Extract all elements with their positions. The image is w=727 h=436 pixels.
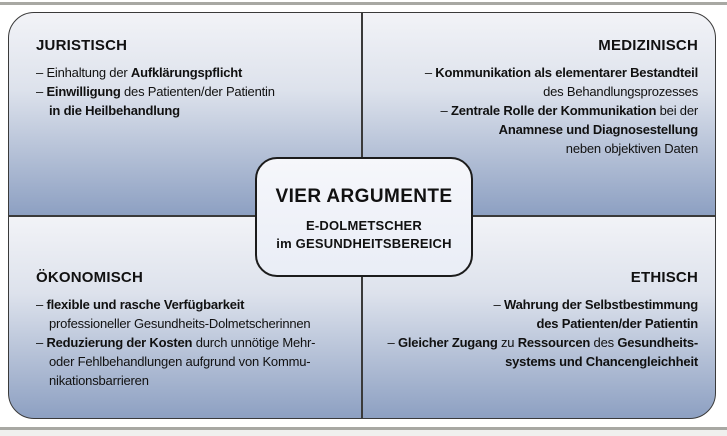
dash-bullet: –: [36, 65, 47, 80]
item-line: – flexible und rasche Verfügbarkeit: [36, 296, 245, 312]
top-rule: [0, 2, 727, 5]
quadrant-heading-juristisch: JURISTISCH: [36, 37, 128, 54]
item-continuation-line: oder Fehlbehandlungen aufgrund von Kommu…: [49, 353, 311, 369]
dash-bullet: –: [440, 103, 451, 118]
quadrant-heading-oekonomisch: ÖKONOMISCH: [36, 268, 143, 286]
quadrant-list-medizinisch: – Kommunikation als elementarer Bestandt…: [371, 63, 698, 158]
quadrant-ethisch: ETHISCH – Wahrung der Selbstbestimmung de…: [362, 215, 716, 419]
dash-bullet: –: [36, 334, 47, 350]
center-title: VIER ARGUMENTE: [275, 186, 453, 207]
center-subtitle-line2: im GESUNDHEITSBEREICH: [276, 236, 452, 251]
item-line: – Reduzierung der Kosten durch unnötige …: [36, 334, 316, 350]
quadrant-list-juristisch: – Einhaltung der Aufklärungspflicht – Ein…: [36, 63, 353, 120]
dash-bullet: –: [424, 65, 436, 80]
center-box: VIER ARGUMENTE E-DOLMETSCHER im GESUNDHE…: [255, 157, 473, 277]
quadrant-list-ethisch: – Wahrung der Selbstbestimmung des Patien…: [371, 295, 699, 371]
bottom-band: [0, 430, 727, 436]
bottom-rule: [0, 427, 727, 430]
item-continuation-line: in die Heilbehandlung: [49, 103, 180, 118]
item-continuation-line: neben objektiven Daten: [565, 141, 698, 156]
item-line: – Zentrale Rolle der Kommunikation bei d…: [440, 103, 699, 118]
quadrant-list-oekonomisch: – flexible und rasche Verfügbarkeit profe…: [36, 295, 353, 390]
center-subtitle: E-DOLMETSCHER im GESUNDHEITSBEREICH: [257, 217, 471, 253]
quadrant-heading-medizinisch: MEDIZINISCH: [598, 37, 698, 54]
item-line: – Einwilligung des Patienten/der Patient…: [36, 84, 275, 99]
dash-bullet: –: [493, 296, 504, 312]
item-line: – Gleicher Zugang zu Ressourcen des Gesu…: [387, 334, 699, 350]
quadrant-oekonomisch: ÖKONOMISCH – flexible und rasche Verfügb…: [8, 215, 362, 419]
quadrant-heading-ethisch: ETHISCH: [630, 268, 698, 286]
item-continuation-line: nikationsbarrieren: [49, 372, 149, 388]
dash-bullet: –: [36, 296, 47, 312]
center-subtitle-line1: E-DOLMETSCHER: [306, 218, 422, 233]
dash-bullet: –: [387, 334, 398, 350]
item-continuation-line: des Patienten/der Patientin: [536, 315, 699, 331]
quadrant-grid: JURISTISCH – Einhaltung der Aufklärungsp…: [8, 12, 716, 419]
item-continuation-line: Anamnese und Diagnosestellung: [498, 122, 699, 137]
item-continuation-line: professioneller Gesundheits-Dolmetscheri…: [49, 315, 311, 331]
item-line: – Einhaltung der Aufklärungspflicht: [36, 65, 243, 80]
dash-bullet: –: [36, 84, 47, 99]
item-continuation-line: systems und Chancengleichheit: [505, 353, 698, 369]
item-continuation-line: des Behandlungsprozesses: [543, 84, 698, 99]
item-line: – Wahrung der Selbstbestimmung: [493, 296, 699, 312]
item-line: – Kommunikation als elementarer Bestandt…: [424, 65, 698, 80]
